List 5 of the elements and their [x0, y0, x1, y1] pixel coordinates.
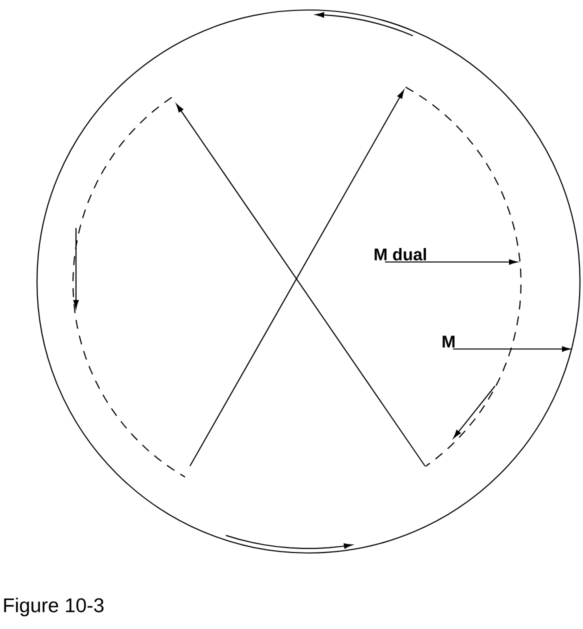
label: M [442, 336, 455, 348]
arrow [385, 259, 518, 265]
label: M dual [374, 248, 426, 260]
caption: Figure 10-3 [4, 598, 104, 616]
arrow [453, 346, 570, 352]
